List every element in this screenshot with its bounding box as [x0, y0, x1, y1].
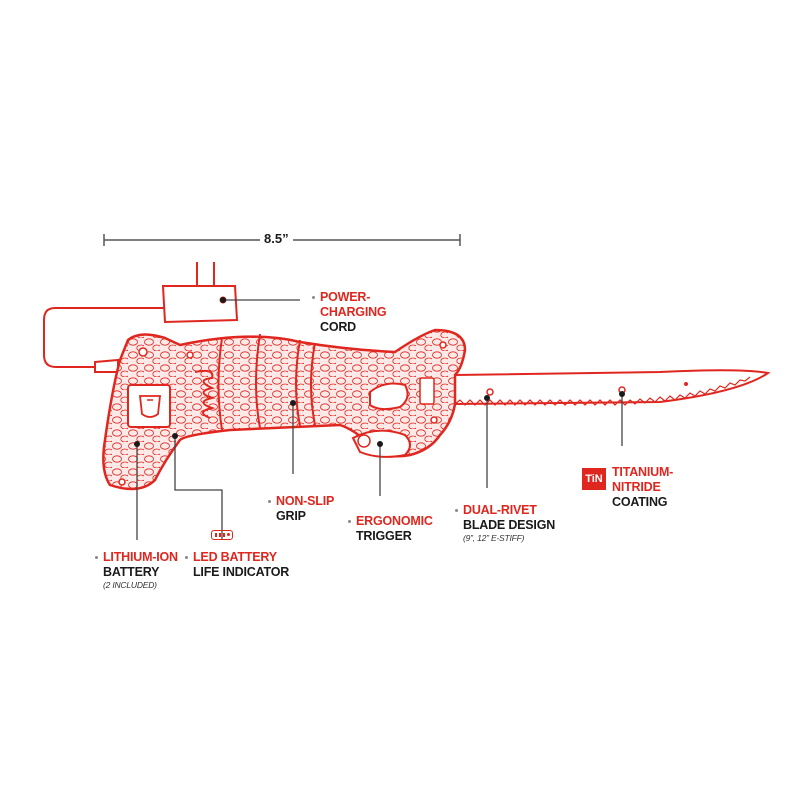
- callout-line: NON-SLIP: [276, 494, 335, 508]
- callout-ergonomic-trigger: ERGONOMIC TRIGGER: [348, 514, 433, 544]
- bullet: [185, 556, 188, 559]
- callout-led-battery-life-indicator: LED BATTERY LIFE INDICATOR: [185, 550, 290, 580]
- callout-line: POWER-: [320, 290, 371, 304]
- battery-compartment: [127, 384, 171, 428]
- bullet: [312, 296, 315, 299]
- callout-line: BLADE DESIGN: [463, 518, 556, 532]
- leader-dots: [134, 297, 625, 447]
- callout-line: COATING: [612, 495, 668, 509]
- callout-titanium-nitride-coating: TITANIUM- NITRIDE COATING: [612, 465, 673, 510]
- callout-non-slip-grip: NON-SLIP GRIP: [268, 494, 335, 524]
- callout-line: BATTERY: [103, 565, 160, 579]
- dimension-label: 8.5”: [260, 231, 293, 246]
- callout-power-charging-cord: POWER- CHARGING CORD: [312, 290, 387, 335]
- callout-line: TITANIUM-: [612, 465, 674, 479]
- callout-line: NITRIDE: [612, 480, 661, 494]
- callout-dual-rivet-blade-design: DUAL-RIVET BLADE DESIGN (9”, 12” E-STIFF…: [455, 503, 556, 544]
- callout-line: CORD: [320, 320, 357, 334]
- bullet: [268, 500, 271, 503]
- bullet: [95, 556, 98, 559]
- leader-lines: [136, 299, 623, 540]
- led-battery-icon: [211, 530, 233, 540]
- blade: [454, 369, 771, 406]
- bullet: [455, 509, 458, 512]
- callout-line: CHARGING: [320, 305, 387, 319]
- callout-line: LED BATTERY: [193, 550, 277, 564]
- knife-handle: [102, 328, 467, 491]
- callout-line: GRIP: [276, 509, 306, 523]
- bullet: [348, 520, 351, 523]
- callout-line: DUAL-RIVET: [463, 503, 537, 517]
- tin-badge-icon: TiN: [582, 468, 606, 490]
- callout-line: LITHIUM-ION: [103, 550, 178, 564]
- callout-note: (2 INCLUDED): [103, 580, 157, 590]
- callout-line: LIFE INDICATOR: [193, 565, 290, 579]
- callout-line: ERGONOMIC: [356, 514, 433, 528]
- callout-note: (9”, 12” E-STIFF): [463, 533, 525, 543]
- callout-lithium-ion-battery: LITHIUM-ION BATTERY (2 INCLUDED): [95, 550, 178, 591]
- callout-line: TRIGGER: [356, 529, 412, 543]
